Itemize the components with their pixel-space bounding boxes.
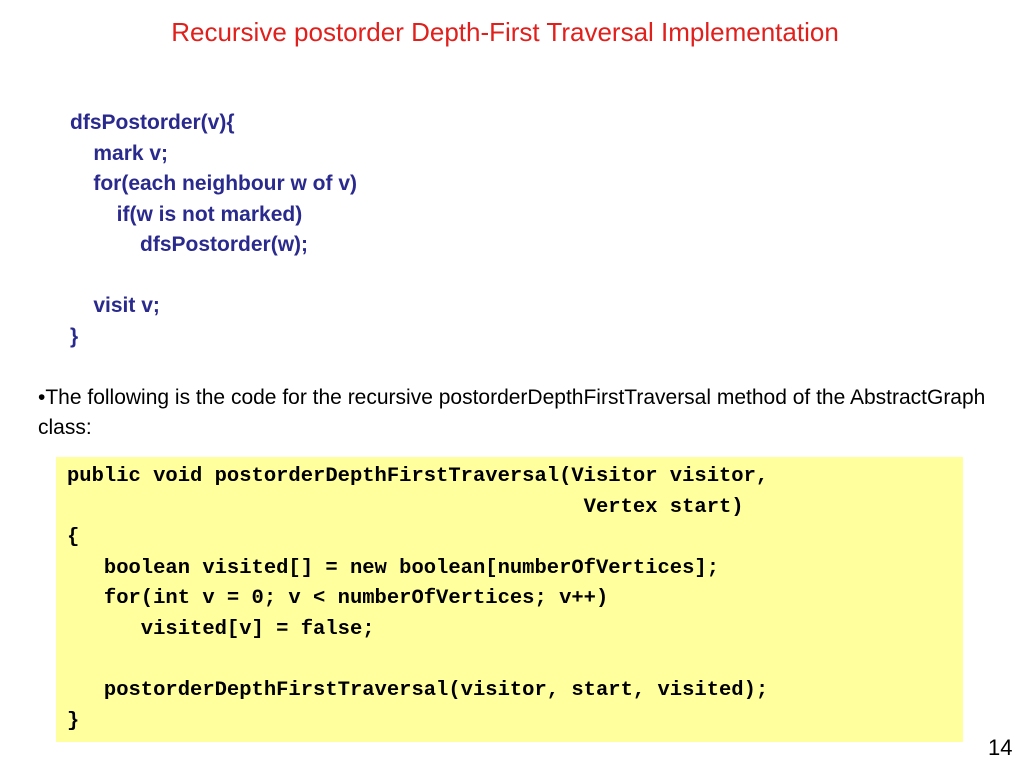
java-code-block: public void postorderDepthFirstTraversal… bbox=[67, 462, 963, 737]
code-line: { bbox=[67, 526, 80, 550]
code-line: for(int v = 0; v < numberOfVertices; v++… bbox=[67, 587, 609, 611]
pseudocode-line bbox=[70, 261, 357, 292]
code-line: postorderDepthFirstTraversal(visitor, st… bbox=[67, 679, 769, 703]
code-line: boolean visited[] = new boolean[numberOf… bbox=[67, 556, 720, 580]
bullet-description: •The following is the code for the recur… bbox=[38, 386, 986, 439]
pseudocode-line: dfsPostorder(w); bbox=[70, 233, 309, 256]
pseudocode-line: for(each neighbour w of v) bbox=[70, 172, 358, 195]
code-line bbox=[67, 646, 963, 677]
pseudocode-line: visit v; bbox=[70, 294, 160, 317]
pseudocode-line: if(w is not marked) bbox=[70, 202, 303, 226]
pseudocode-line: mark v; bbox=[70, 141, 169, 165]
pseudocode-block: dfsPostorder(v){ mark v; for(each neighb… bbox=[70, 108, 357, 352]
pseudocode-line: } bbox=[70, 324, 79, 348]
code-line: visited[v] = false; bbox=[67, 617, 375, 641]
pseudocode-line: dfsPostorder(v){ bbox=[70, 111, 235, 134]
java-code-box: public void postorderDepthFirstTraversal… bbox=[56, 457, 963, 742]
page-number: 14 bbox=[988, 735, 1013, 760]
slide-title: Recursive postorder Depth-First Traversa… bbox=[171, 17, 839, 47]
code-line: Vertex start) bbox=[67, 495, 744, 519]
code-line: } bbox=[67, 709, 80, 733]
code-line: public void postorderDepthFirstTraversal… bbox=[67, 465, 769, 488]
